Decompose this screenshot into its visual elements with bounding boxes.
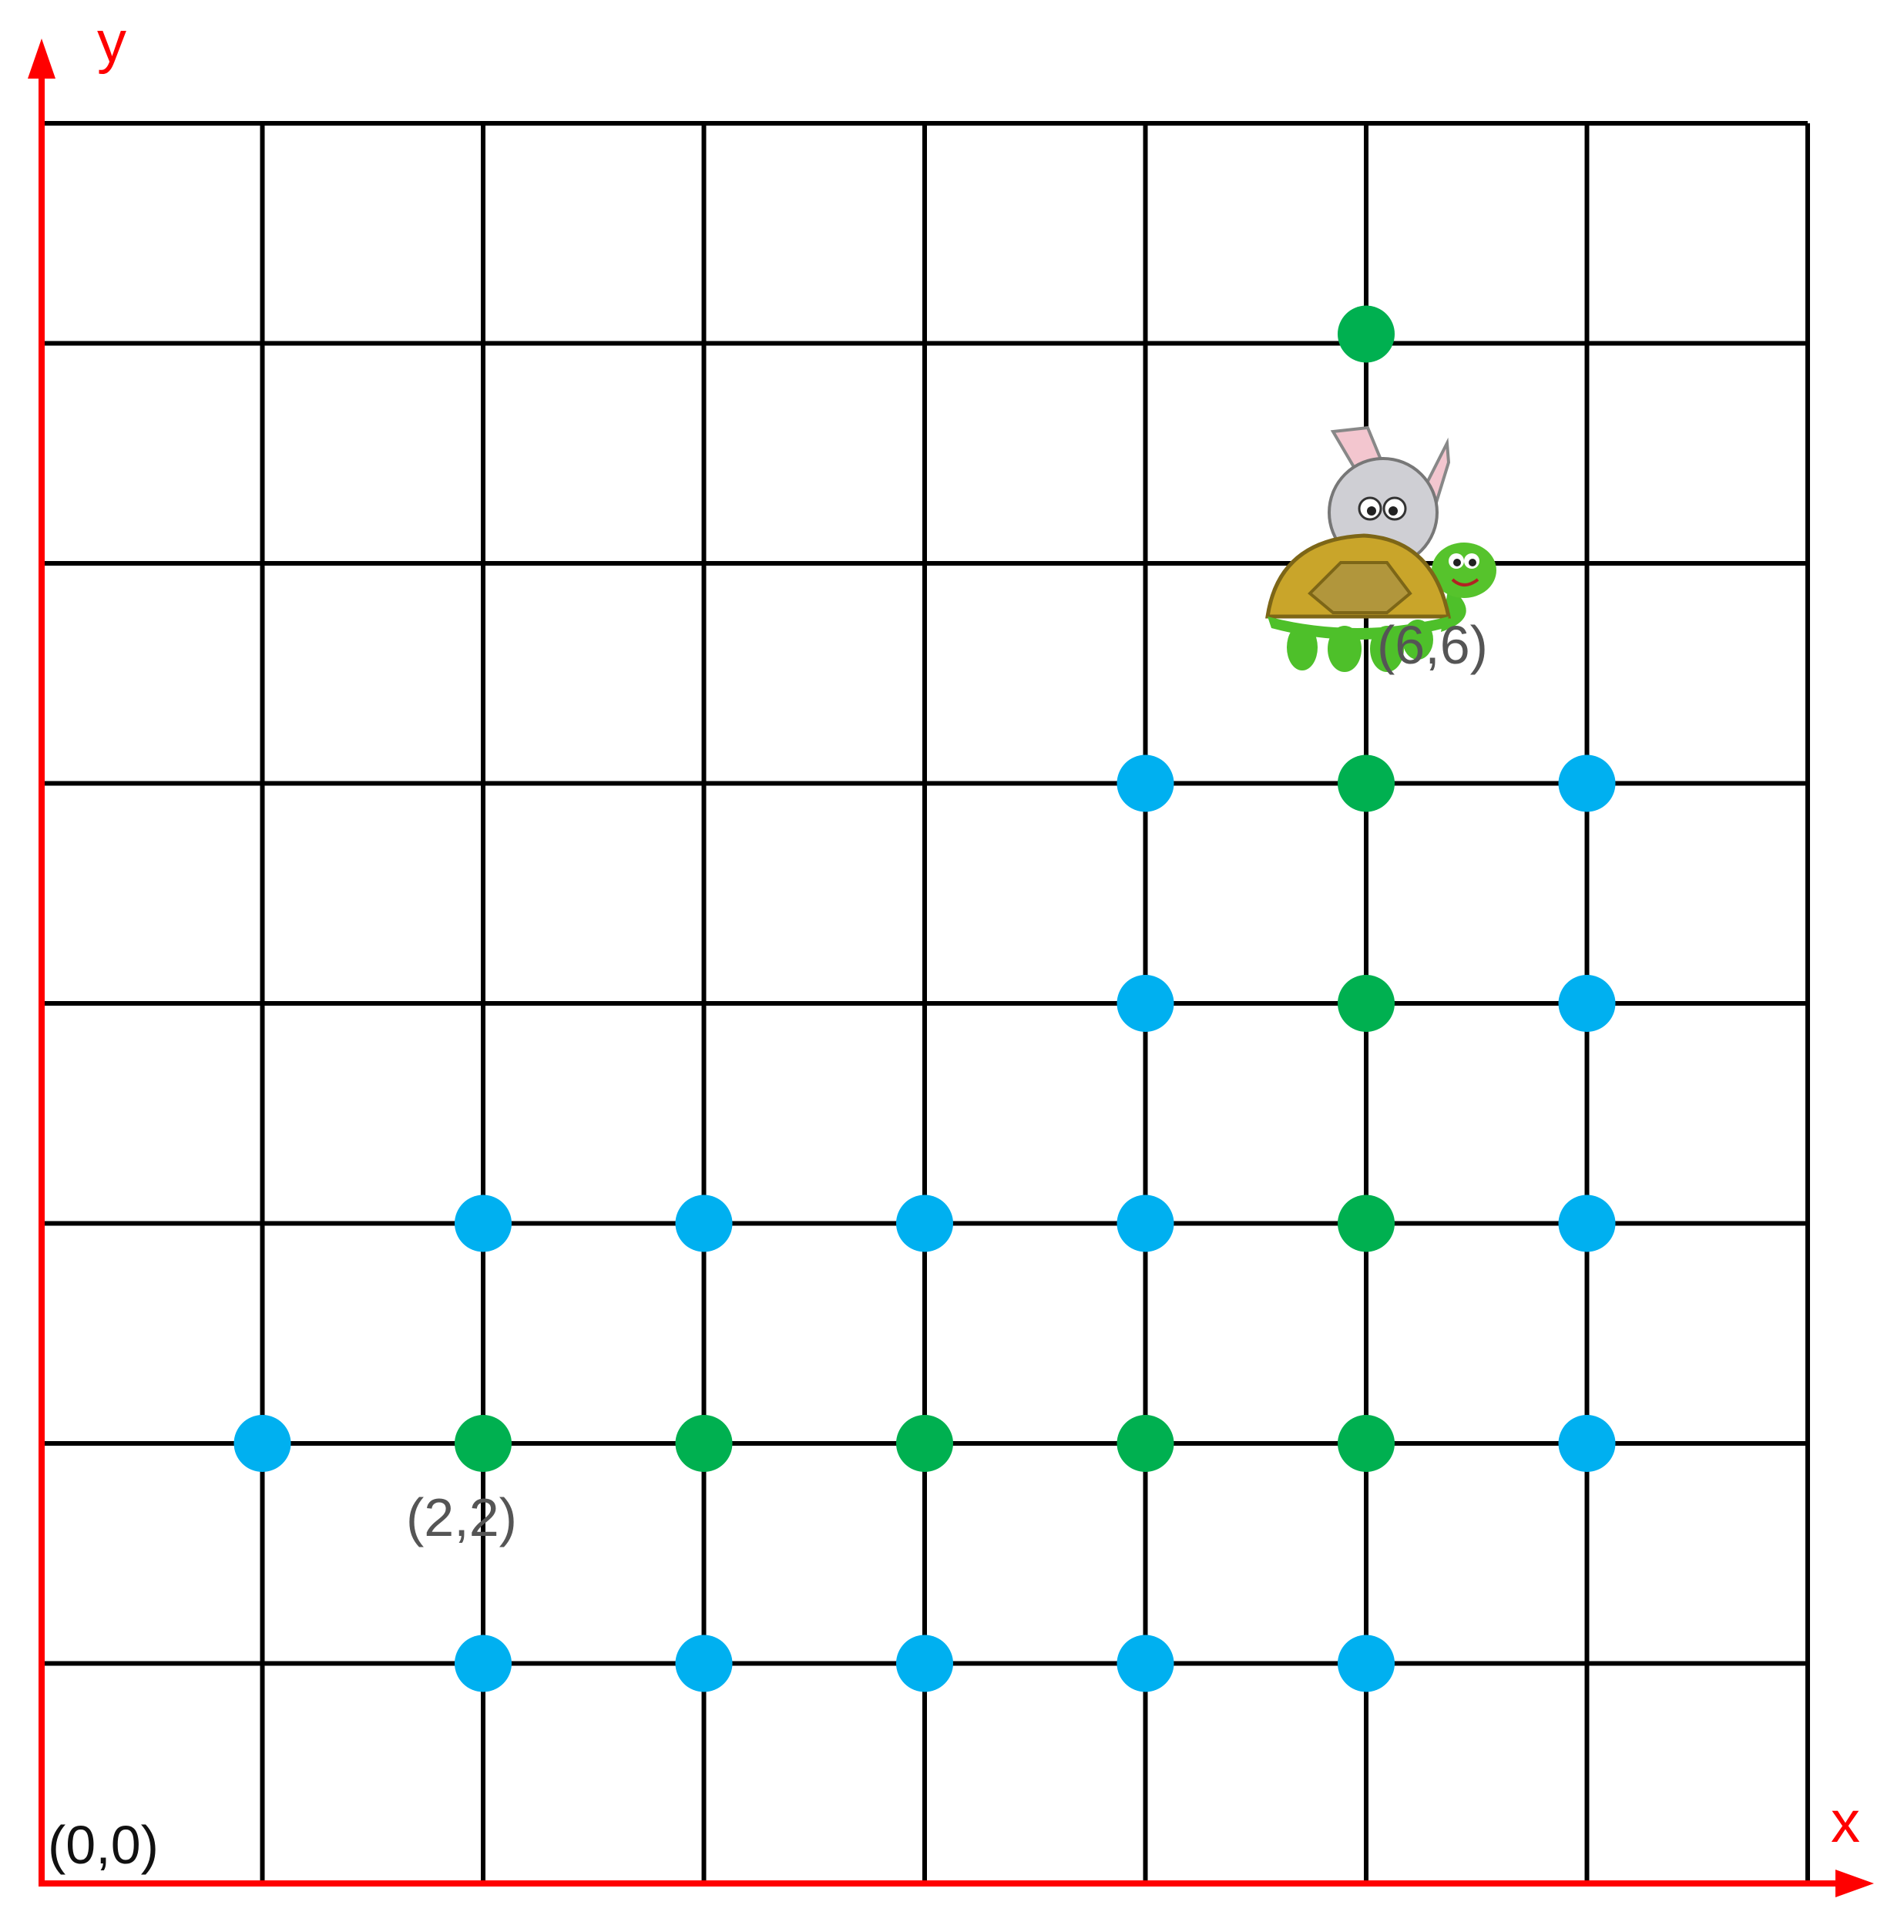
blue-point — [896, 1194, 953, 1252]
origin-label: (0,0) — [48, 1815, 159, 1875]
blue-point — [1117, 1194, 1174, 1252]
green-point — [1338, 975, 1395, 1032]
green-point — [1338, 754, 1395, 812]
blue-point — [455, 1194, 512, 1252]
green-point — [455, 1415, 512, 1472]
point-annotations: (2,2) (6,6) — [406, 615, 1488, 1547]
green-point — [675, 1415, 733, 1472]
point-label: (2,2) — [406, 1487, 517, 1547]
turtle-icon — [1265, 533, 1496, 672]
blue-point — [1117, 1635, 1174, 1692]
blue-point — [896, 1635, 953, 1692]
x-axis-arrowhead — [1835, 1870, 1874, 1897]
blue-point — [1338, 1635, 1395, 1692]
blue-point — [1558, 1415, 1616, 1472]
x-axis-label: x — [1831, 1789, 1860, 1855]
green-point — [1338, 1415, 1395, 1472]
green-point — [1338, 305, 1395, 363]
blue-point — [675, 1635, 733, 1692]
blue-point — [675, 1194, 733, 1252]
blue-point — [1558, 975, 1616, 1032]
y-axis-arrowhead — [28, 39, 55, 79]
point-label: (6,6) — [1377, 615, 1488, 675]
blue-point — [455, 1635, 512, 1692]
blue-point — [1117, 975, 1174, 1032]
characters — [1265, 305, 1496, 672]
y-axis-label: y — [97, 9, 126, 75]
blue-point — [233, 1415, 291, 1472]
green-point — [1117, 1415, 1174, 1472]
grid-lines — [39, 121, 1810, 1886]
blue-point — [1117, 754, 1174, 812]
blue-point — [1558, 1194, 1616, 1252]
green-point — [1338, 1194, 1395, 1252]
green-point — [896, 1415, 953, 1472]
blue-point — [1558, 754, 1616, 812]
axes: y x (0,0) — [28, 9, 1874, 1897]
